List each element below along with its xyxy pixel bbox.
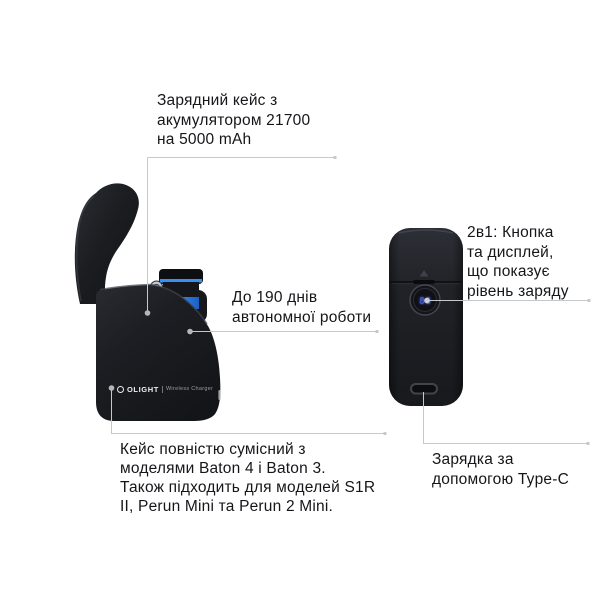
- flashlight-bezel-blue-ring: [160, 279, 202, 283]
- case-edge-reflection: [218, 390, 221, 400]
- charging-case: [74, 183, 221, 421]
- case-top-edge-highlight: [99, 283, 208, 325]
- case-body: [96, 285, 221, 421]
- olight-logo-icon: [117, 385, 124, 393]
- case-lid-highlight: [75, 195, 95, 302]
- dot-case-battery: [144, 310, 151, 316]
- charger-top-sheen: [398, 229, 454, 234]
- portable-charger: 88 88: [389, 228, 463, 406]
- annotation-button-display: 2в1: Кнопка та дисплей, що показує рівен…: [467, 224, 569, 300]
- leader-compatibility: [111, 388, 385, 434]
- case-lid: [74, 183, 139, 304]
- leader-lines: [111, 157, 589, 444]
- annotation-battery-life: До 190 днів автономної роботи: [232, 289, 372, 326]
- case-logo: OLIGHT Wireless Charger: [117, 383, 213, 395]
- annotation-case-battery: Зарядний кейс з акумулятором 21700 на 50…: [157, 92, 311, 148]
- dot-compatibility: [108, 385, 115, 391]
- annotation-charging-type-c: Зарядка за допомогою Type-C: [432, 451, 569, 488]
- dot-button-display: [424, 297, 430, 304]
- triangle-up-icon: [419, 270, 429, 277]
- leader-case-battery: [147, 157, 335, 313]
- leader-endpoints: [108, 156, 591, 445]
- logo-product-text: Wireless Charger: [165, 386, 214, 392]
- leader-charging: [423, 392, 588, 444]
- logo-divider: [161, 385, 163, 393]
- dot-battery-life: [187, 328, 193, 335]
- charger-side-shading: [389, 228, 463, 406]
- charger-seam-notch: [413, 280, 435, 284]
- annotation-compatibility: Кейс повністю сумісний з моделями Baton …: [120, 441, 376, 515]
- logo-brand-text: OLIGHT: [127, 384, 159, 394]
